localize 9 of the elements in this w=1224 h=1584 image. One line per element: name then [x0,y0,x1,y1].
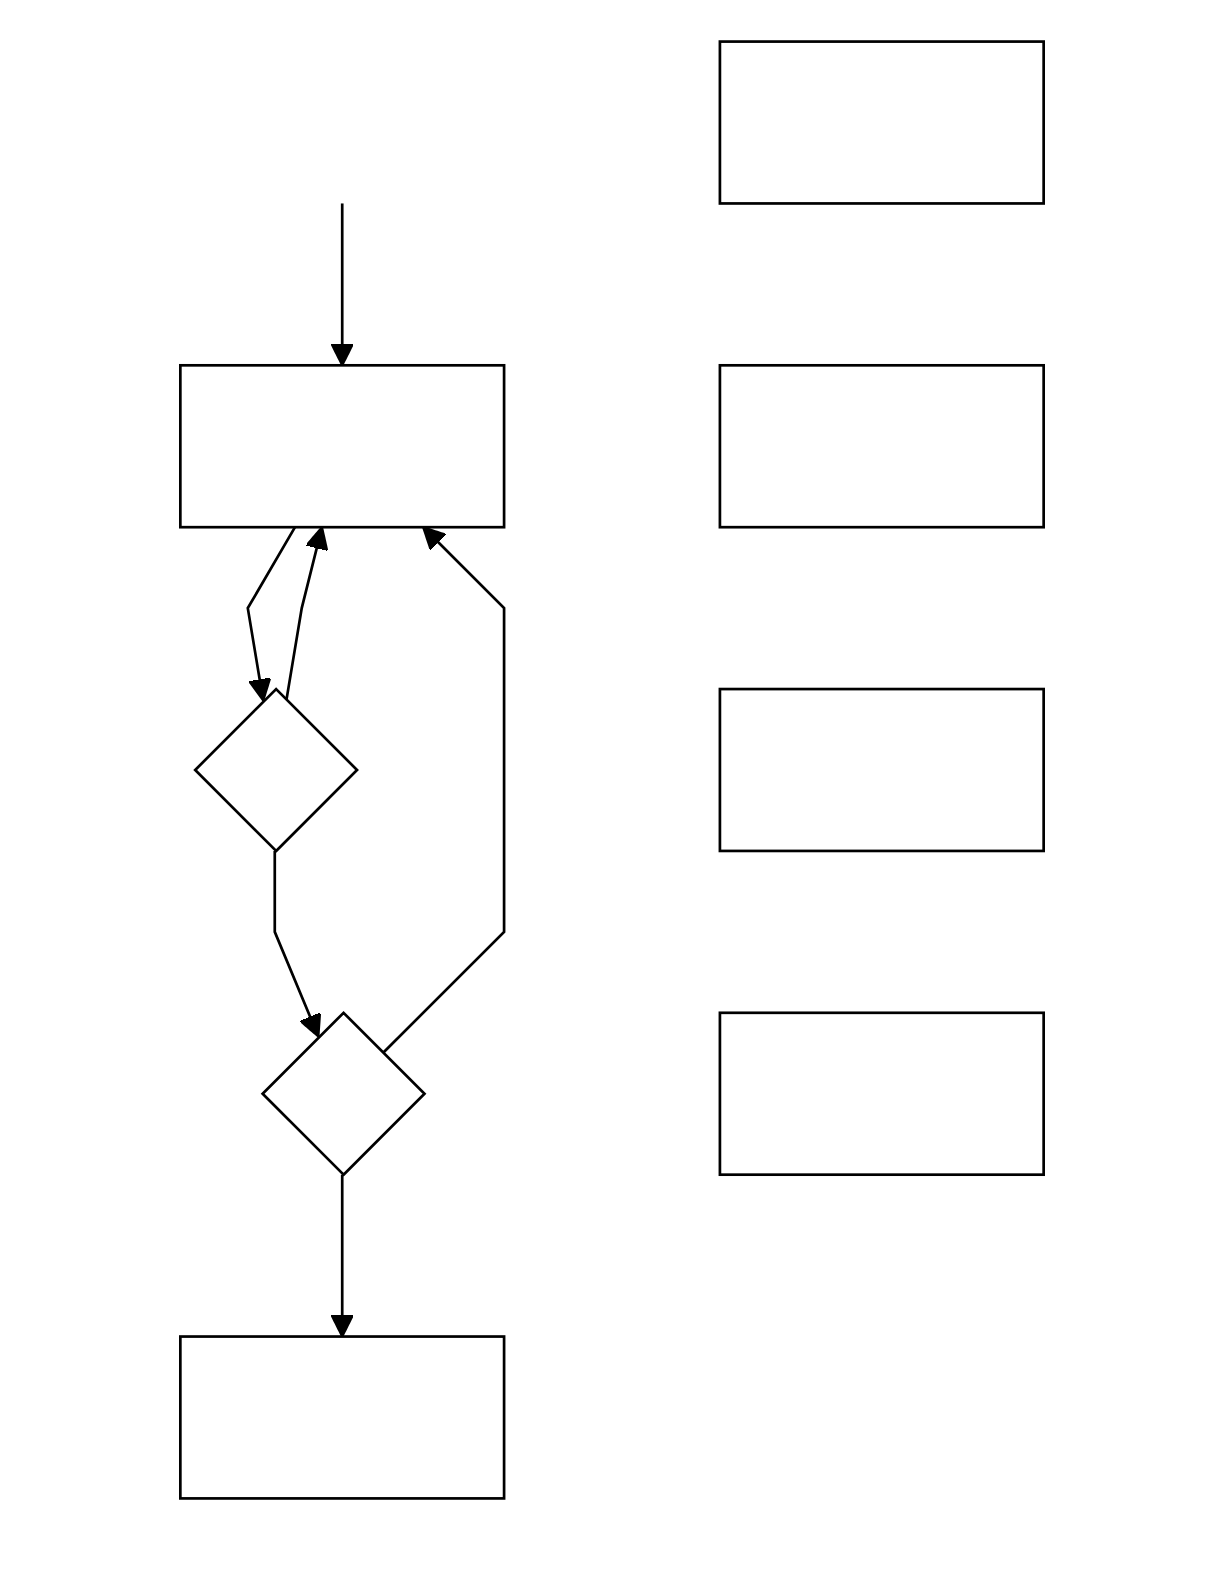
node-box [179,363,506,529]
node-box [179,1335,506,1500]
node-box [718,687,1045,853]
node-diamond [193,687,359,853]
node-diamond [260,1010,427,1177]
node-box [718,1011,1045,1177]
node-box [718,40,1045,205]
node-box [718,363,1045,529]
arrow [273,850,322,1038]
